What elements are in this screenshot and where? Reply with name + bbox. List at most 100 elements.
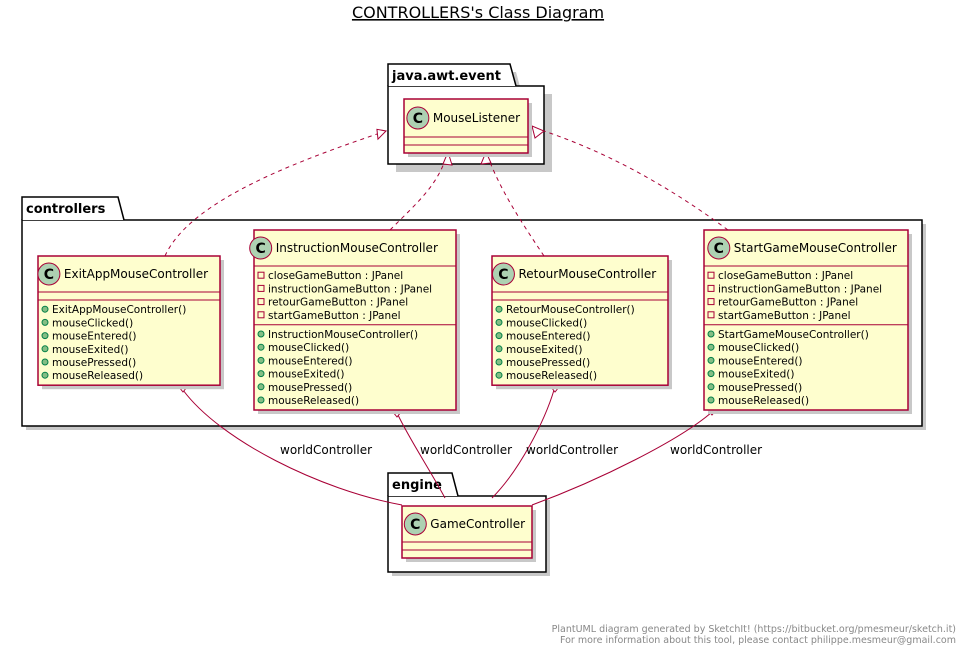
public-visibility-icon bbox=[495, 345, 503, 353]
private-visibility-icon bbox=[707, 311, 715, 319]
relations bbox=[164, 125, 729, 506]
realization-arrow-retour bbox=[480, 150, 492, 165]
public-visibility-icon bbox=[707, 383, 715, 391]
class-attribute: retourGameButton : JPanel bbox=[268, 297, 408, 309]
assoc-label-instruction: worldController bbox=[420, 443, 512, 457]
class-method: mouseEntered() bbox=[718, 355, 803, 367]
class-method: RetourMouseController() bbox=[506, 304, 635, 316]
class-stereotype-glyph: C bbox=[714, 241, 724, 257]
aggregation-exitapp bbox=[182, 389, 403, 506]
private-visibility-icon bbox=[257, 298, 265, 306]
class-method: mouseClicked() bbox=[718, 342, 799, 354]
class-method: mouseClicked() bbox=[268, 342, 349, 354]
class-method: mouseEntered() bbox=[52, 331, 137, 343]
public-visibility-icon bbox=[257, 330, 265, 338]
class-method: mouseReleased() bbox=[268, 395, 359, 407]
class-method: mousePressed() bbox=[52, 357, 136, 369]
public-visibility-icon bbox=[495, 318, 503, 326]
aggregation-startgame bbox=[531, 411, 713, 506]
class-stereotype-glyph: C bbox=[498, 267, 508, 283]
realization-startgame bbox=[543, 130, 729, 231]
class-method: ExitAppMouseController() bbox=[52, 304, 186, 316]
public-visibility-icon bbox=[495, 305, 503, 313]
class-method: InstructionMouseController() bbox=[268, 329, 418, 341]
realization-arrow-exitapp bbox=[376, 128, 388, 141]
realization-exitapp bbox=[164, 130, 387, 257]
package-name-awt: java.awt.event bbox=[391, 69, 501, 84]
class-attribute: instructionGameButton : JPanel bbox=[718, 283, 882, 295]
class-method: mouseClicked() bbox=[52, 317, 133, 329]
public-visibility-icon bbox=[257, 356, 265, 364]
public-visibility-icon bbox=[707, 356, 715, 364]
public-visibility-icon bbox=[257, 383, 265, 391]
class-method: mouseExited() bbox=[52, 344, 128, 356]
class-method: StartGameMouseController() bbox=[718, 329, 869, 341]
class-attribute: instructionGameButton : JPanel bbox=[268, 283, 432, 295]
class-instruction: InstructionMouseControllerCcloseGameButt… bbox=[249, 229, 460, 414]
public-visibility-icon bbox=[41, 358, 49, 366]
class-retour: RetourMouseController C RetourMouseControl… bbox=[491, 255, 672, 390]
assoc-label-startgame: worldController bbox=[670, 443, 762, 457]
assoc-label-exitapp: worldController bbox=[280, 443, 372, 457]
assoc-label-retour: worldController bbox=[526, 443, 618, 457]
class-attribute: retourGameButton : JPanel bbox=[718, 297, 858, 309]
private-visibility-icon bbox=[257, 271, 265, 279]
class-method: mousePressed() bbox=[718, 382, 802, 394]
class-name: MouseListener bbox=[433, 111, 520, 125]
class-attribute: startGameButton : JPanel bbox=[268, 310, 401, 322]
public-visibility-icon bbox=[41, 371, 49, 379]
public-visibility-icon bbox=[41, 305, 49, 313]
class-method: mouseReleased() bbox=[718, 395, 809, 407]
class-stereotype-icon bbox=[37, 262, 61, 286]
class-mouse-listener: MouseListener C bbox=[403, 98, 532, 157]
class-stereotype-icon bbox=[707, 236, 731, 260]
class-method: mouseReleased() bbox=[506, 370, 597, 382]
class-start-game: StartGameMouseController CcloseGameButton… bbox=[703, 229, 912, 414]
public-visibility-icon bbox=[707, 370, 715, 378]
class-name: InstructionMouseController bbox=[276, 241, 438, 255]
class-attribute: startGameButton : JPanel bbox=[718, 310, 851, 322]
private-visibility-icon bbox=[707, 284, 715, 292]
class-method: mousePressed() bbox=[268, 382, 352, 394]
diagram-title: CONTROLLERS's Class Diagram bbox=[352, 3, 604, 22]
private-visibility-icon bbox=[257, 284, 265, 292]
private-visibility-icon bbox=[257, 311, 265, 319]
footer-line-1: PlantUML diagram generated by SketchIt! … bbox=[552, 624, 956, 635]
public-visibility-icon bbox=[257, 370, 265, 378]
public-visibility-icon bbox=[707, 396, 715, 404]
realization-arrow-instruction bbox=[442, 150, 453, 166]
class-method: mouseEntered() bbox=[506, 331, 591, 343]
package-name-controllers: controllers bbox=[26, 202, 106, 217]
class-layer: MouseListenerCExitAppMouseControllerCExi… bbox=[37, 98, 912, 562]
class-name: RetourMouseController bbox=[518, 267, 656, 281]
public-visibility-icon bbox=[41, 332, 49, 340]
public-visibility-icon bbox=[707, 330, 715, 338]
class-name: StartGameMouseController bbox=[734, 241, 897, 255]
class-method: mouseExited() bbox=[718, 369, 794, 381]
footer-line-2: For more information about this tool, pl… bbox=[560, 635, 956, 646]
class-attribute: closeGameButton : JPanel bbox=[718, 270, 853, 282]
class-stereotype-glyph: C bbox=[410, 517, 420, 533]
class-stereotype-icon bbox=[249, 236, 273, 260]
public-visibility-icon bbox=[41, 318, 49, 326]
class-attribute: closeGameButton : JPanel bbox=[268, 270, 403, 282]
public-visibility-icon bbox=[257, 343, 265, 351]
class-method: mouseClicked() bbox=[506, 317, 587, 329]
class-stereotype-glyph: C bbox=[44, 267, 54, 283]
class-exit-app: ExitAppMouseController C ExitAppMouseContr… bbox=[37, 255, 224, 390]
private-visibility-icon bbox=[707, 271, 715, 279]
class-stereotype-icon bbox=[406, 106, 430, 130]
private-visibility-icon bbox=[707, 298, 715, 306]
aggregation-instruction bbox=[397, 414, 446, 499]
public-visibility-icon bbox=[495, 358, 503, 366]
class-stereotype-glyph: C bbox=[413, 111, 423, 127]
class-stereotype-icon bbox=[403, 512, 427, 536]
class-method: mousePressed() bbox=[506, 357, 590, 369]
class-method: mouseExited() bbox=[268, 369, 344, 381]
class-method: mouseReleased() bbox=[52, 370, 143, 382]
class-name: ExitAppMouseController bbox=[64, 267, 208, 281]
realization-retour bbox=[485, 151, 545, 257]
class-stereotype-icon bbox=[491, 262, 515, 286]
